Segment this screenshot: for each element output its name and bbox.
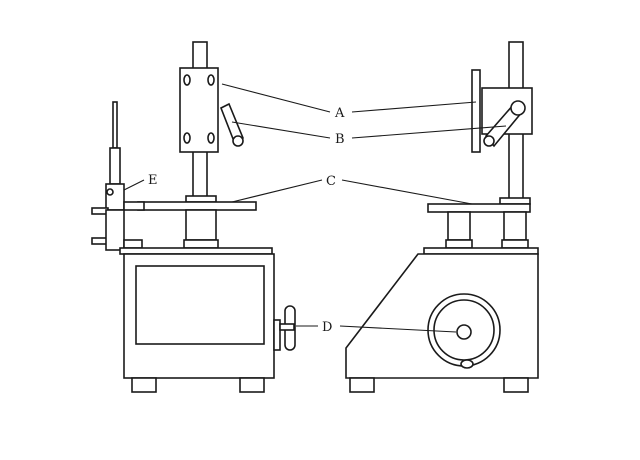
label-c: C [326,174,336,189]
leader-a-left [221,83,331,113]
side-rod [112,101,118,149]
side-bracket [105,209,125,251]
label-a: A [334,106,345,121]
front-platform-collar [185,195,217,203]
side-foot-left [349,377,375,393]
front-clamp-block [179,67,219,153]
leader-d-right [339,325,457,333]
side-platform [427,203,531,213]
side-handle-end [483,135,495,147]
side-clamp-screw [106,188,114,196]
leader-c-right [341,179,473,205]
leader-b-left [231,121,331,139]
side-right-post-base [501,239,529,249]
side-arm [123,201,145,211]
leader-b-right [351,125,507,139]
side-foot [123,239,143,249]
front-column-sleeve [185,209,217,241]
crank-hub [273,319,281,351]
side-clamp-plate [471,69,481,153]
front-base-top [119,247,273,255]
leader-e [123,179,145,191]
side-left-post-base [445,239,473,249]
front-platform [137,201,257,211]
leader-a-right [351,101,477,113]
handwheel-knob [460,359,474,369]
side-foot-right [503,377,529,393]
bolt-hole [207,132,215,144]
bolt-hole [207,74,215,86]
bolt-hole [183,132,191,144]
front-foot-left [131,377,157,393]
crank-arm [279,323,295,331]
front-window [135,265,265,345]
side-platform-collar [499,197,531,205]
handwheel-hub [456,324,472,340]
side-right-post [503,211,527,241]
front-clamp-handle [219,102,244,146]
leader-lines [123,83,507,333]
leader-c-left [231,179,323,203]
front-foot-right [239,377,265,393]
side-base-top [423,247,539,255]
label-e: E [148,173,158,188]
side-rod-holder [109,147,121,185]
side-view [345,41,539,393]
handle-end [232,135,244,147]
label-d: D [322,320,332,335]
side-left-post [447,211,471,241]
bolt-hole [183,74,191,86]
label-b: B [335,132,345,147]
side-clamp [105,183,125,211]
part-labels: A B C D E [148,106,345,335]
front-view [91,41,296,393]
front-column-base [183,239,219,249]
side-handle-knob [510,100,526,116]
